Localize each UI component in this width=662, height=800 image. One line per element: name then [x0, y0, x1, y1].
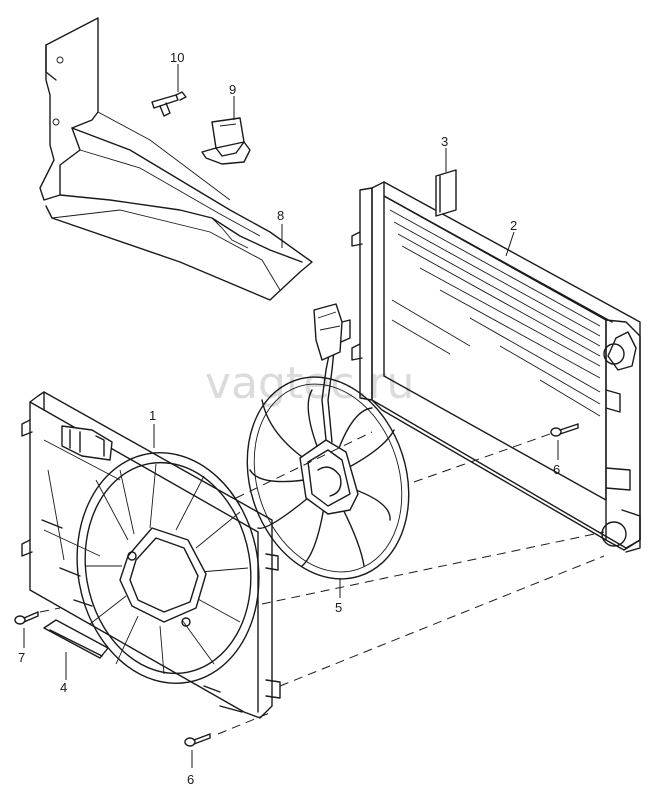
part-3-seal-strip	[435, 169, 457, 217]
part-1-fan-shroud	[21, 391, 281, 719]
part-10-clip	[151, 91, 187, 117]
callout-5: 5	[335, 600, 342, 615]
callout-6-upper: 6	[553, 462, 560, 477]
callout-6-lower: 6	[187, 772, 194, 787]
callout-1: 1	[149, 408, 156, 423]
part-6-screw-upper	[550, 423, 579, 437]
callout-10: 10	[170, 50, 184, 65]
callout-8: 8	[277, 208, 284, 223]
part-9-bracket	[201, 117, 251, 165]
fan-connector	[313, 303, 351, 443]
callout-2: 2	[510, 218, 517, 233]
part-4-cover-strip	[43, 619, 109, 659]
part-5-fan-wheel	[246, 376, 410, 580]
watermark: vagtec.ru	[205, 358, 414, 409]
part-6-screw-lower	[184, 733, 211, 747]
part-7-screw	[14, 611, 39, 625]
callout-3: 3	[441, 134, 448, 149]
leader-lines	[23, 64, 559, 768]
assembly-lines	[39, 431, 605, 735]
callout-9: 9	[229, 82, 236, 97]
callout-7: 7	[18, 650, 25, 665]
part-2-radiator	[351, 181, 641, 553]
part-8-air-duct	[39, 17, 313, 301]
callout-4: 4	[60, 680, 67, 695]
